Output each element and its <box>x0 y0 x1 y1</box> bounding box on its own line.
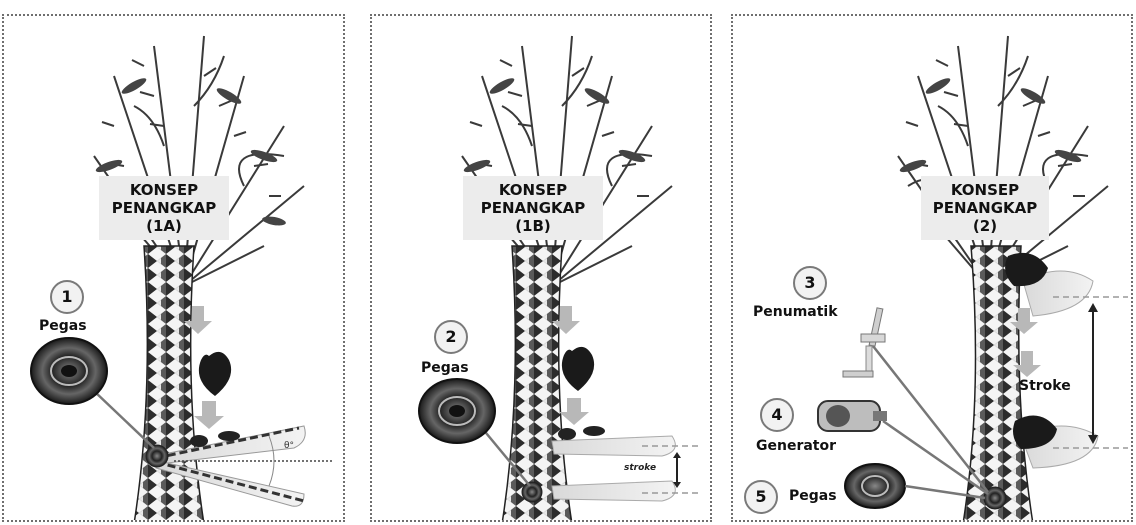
pivot-joint <box>145 444 169 468</box>
fall-arrow-icon <box>184 306 212 334</box>
marker-number: 5 <box>744 480 778 514</box>
marker-number: 3 <box>793 266 827 300</box>
fruit-dropped-icon <box>190 435 208 447</box>
panel-konsep-1a: θ° KONSEP PENANGKAP (1A) 1 Pegas <box>2 14 345 522</box>
marker-label-generator: Generator <box>756 438 837 454</box>
leader-line <box>882 419 989 496</box>
fruit-icon <box>1013 415 1057 449</box>
stroke-label: Stroke <box>1019 378 1071 394</box>
marker-label-pegas: Pegas <box>39 318 87 334</box>
marker-label-pegas: Pegas <box>789 488 837 504</box>
frond-leaves <box>95 78 286 226</box>
trunk-1a <box>133 245 205 520</box>
palm-illustration-1b <box>418 35 702 520</box>
fall-arrow-icon <box>552 306 580 334</box>
fruit-icon <box>198 351 232 396</box>
catcher-blades-1b <box>551 435 702 502</box>
panel-konsep-2: KONSEP PENANGKAP (2) 3 Penumatik 4 Gener… <box>731 14 1133 522</box>
frond-leaves <box>899 78 1082 173</box>
palm-illustration-2 <box>817 35 1128 520</box>
fruit-icon <box>561 346 595 391</box>
panel-konsep-1b: KONSEP PENANGKAP (1B) 2 Pegas stroke <box>370 14 712 522</box>
palm-illustration-1a: θ° <box>30 35 334 520</box>
panel-title: KONSEP PENANGKAP (2) <box>921 176 1049 240</box>
generator-icon <box>817 400 887 432</box>
marker-label-pegas: Pegas <box>421 360 469 376</box>
fruit-dropped-icon <box>558 428 576 440</box>
pneumatic-icon <box>842 307 886 378</box>
frond-leaves <box>463 78 646 173</box>
fall-arrow-icon <box>194 401 224 429</box>
leader-line <box>872 345 989 493</box>
fall-arrow-icon <box>1010 308 1038 334</box>
fall-arrow-icon <box>559 398 589 425</box>
svg-text:θ°: θ° <box>284 441 294 451</box>
catcher-blades-1a: θ° <box>153 425 334 507</box>
pivot-joint <box>521 481 543 503</box>
catcher-top <box>1022 270 1094 317</box>
marker-number: 2 <box>434 320 468 354</box>
marker-number: 1 <box>50 280 84 314</box>
marker-label-penumatik: Penumatik <box>753 304 838 320</box>
panel-title: KONSEP PENANGKAP (1B) <box>463 176 603 240</box>
fall-arrow-icon <box>1013 351 1041 377</box>
fruit-dropped-icon <box>218 431 240 441</box>
trunk-1b <box>501 245 573 520</box>
leader-line <box>93 390 155 449</box>
fruit-dropped-icon <box>583 426 605 436</box>
panel-title: KONSEP PENANGKAP (1A) <box>99 176 229 240</box>
marker-number: 4 <box>760 398 794 432</box>
stroke-annotation: stroke <box>624 463 657 473</box>
fruit-icon <box>1005 252 1048 287</box>
leader-line <box>904 484 986 500</box>
spring-coil-icon <box>844 463 906 509</box>
